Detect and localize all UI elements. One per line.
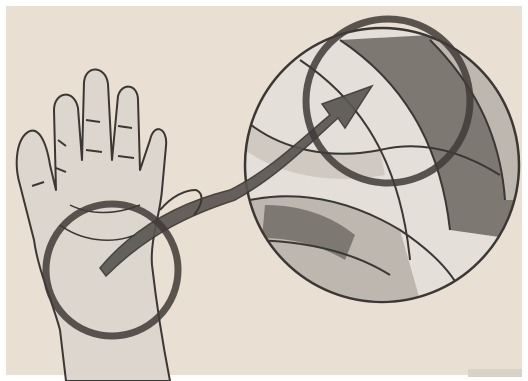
watermark-tab — [468, 369, 522, 377]
